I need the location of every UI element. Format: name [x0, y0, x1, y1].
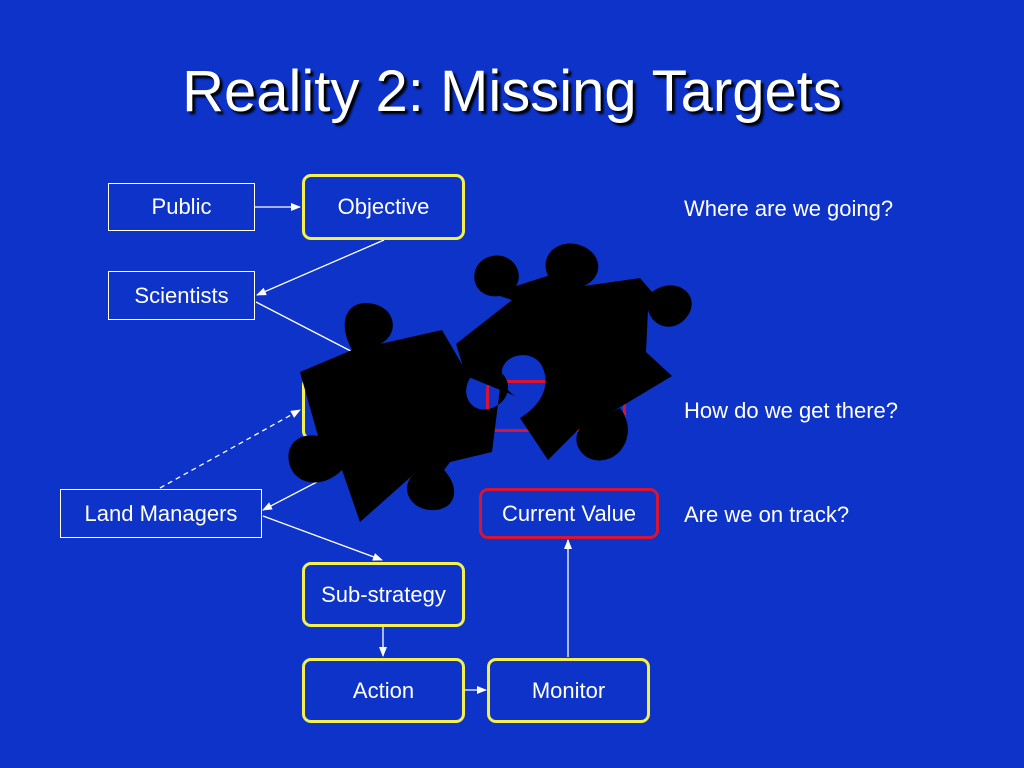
action-node: Action [302, 658, 465, 723]
sub-strategy-label: Sub-strategy [321, 581, 446, 607]
scientists-box: Scientists [108, 271, 255, 320]
monitor-node: Monitor [487, 658, 650, 723]
slide-title: Reality 2: Missing Targets [182, 59, 842, 124]
objective-to-scientists-arrow [256, 239, 385, 296]
scientists-label: Scientists [134, 282, 229, 308]
question-how: How do we get there? [684, 398, 899, 423]
question-on-track: Are we on track? [684, 502, 850, 527]
puzzle-piece-right-icon [456, 243, 692, 461]
question-where: Where are we going? [684, 196, 894, 221]
land-managers-box: Land Managers [60, 489, 262, 538]
objective-label: Objective [337, 194, 430, 219]
land-managers-label: Land Managers [84, 500, 238, 526]
current-value-node: Current Value [479, 488, 659, 539]
action-label: Action [352, 677, 415, 703]
public-box: Public [108, 183, 255, 231]
monitor-label: Monitor [531, 677, 606, 703]
objective-node: Objective [302, 174, 465, 240]
sub-strategy-node: Sub-strategy [302, 562, 465, 627]
land-managers-to-sub-strategy-arrow [262, 515, 383, 561]
current-value-label: Current Value [501, 500, 637, 526]
public-label: Public [151, 194, 212, 219]
puzzle-piece-left-icon [288, 302, 508, 522]
